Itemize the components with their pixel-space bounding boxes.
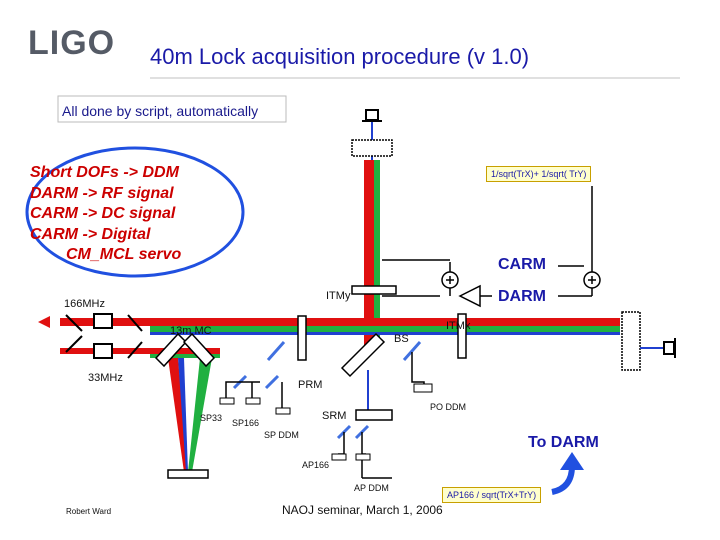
- ap-ddm-pd: [355, 453, 371, 461]
- label-carm: CARM: [498, 256, 546, 273]
- label-bs: BS: [394, 333, 409, 345]
- ellipse-line-4: CARM -> Digital: [30, 225, 151, 243]
- sp33-pd: [219, 397, 235, 405]
- ap166-ratio-box: AP166 / sqrt(TrX+TrY): [442, 487, 542, 503]
- eom-166-box: [93, 313, 113, 329]
- mc-lower-beam: [60, 348, 220, 354]
- label-to-darm: To DARM: [528, 434, 599, 451]
- ap166-pd: [331, 453, 347, 461]
- mc-v-blue: [178, 358, 188, 472]
- try-pd: [365, 109, 379, 121]
- sqrt-sum-box: 1/sqrt(TrX)+ 1/sqrt( TrY): [486, 166, 592, 182]
- label-itmx: ITMx: [446, 320, 471, 332]
- sp166-pd: [245, 397, 261, 405]
- label-sp-ddm: SP DDM: [264, 430, 299, 440]
- mc-v-red: [168, 358, 188, 472]
- ellipse-line-1: Short DOFs -> DDM: [30, 164, 179, 181]
- label-mc: 13m MC: [170, 325, 212, 337]
- ellipse-line-3: CARM -> DC signal: [30, 205, 176, 222]
- label-srm: SRM: [322, 410, 347, 422]
- itmy-mirror: [351, 285, 397, 295]
- main-red-beam: [60, 318, 620, 326]
- page-title: 40m Lock acquisition procedure (v 1.0): [150, 44, 530, 69]
- to-darm-arrowhead-icon: [560, 452, 584, 470]
- steering-mirror-3: [127, 314, 143, 332]
- label-darm: DARM: [498, 288, 546, 305]
- label-166mhz: 166MHz: [64, 298, 105, 310]
- pickoff-4: [402, 341, 422, 361]
- subtitle-frame: [57, 95, 287, 123]
- y-arm-green-beam: [374, 160, 380, 345]
- pickoff-1: [266, 341, 286, 361]
- author: Robert Ward: [66, 507, 112, 516]
- prm-mirror: [297, 315, 307, 361]
- trx-pd: [663, 341, 675, 355]
- y-arm-red-beam: [364, 160, 374, 345]
- label-itmy: ITMy: [326, 290, 351, 302]
- etmx-mirror: [621, 311, 641, 371]
- label-ap-ddm: AP DDM: [354, 483, 389, 493]
- srm-mirror: [355, 409, 393, 421]
- mc-v-green: [188, 358, 212, 472]
- itmx-mirror: [457, 313, 467, 359]
- ellipse-line-5: CM_MCL servo: [66, 246, 182, 263]
- subtitle: All done by script, automatically: [62, 103, 259, 119]
- etmy-mirror: [351, 139, 393, 157]
- main-blue-beam: [150, 332, 620, 335]
- label-sp166: SP166: [232, 418, 260, 428]
- sp-path: [225, 381, 260, 398]
- steering-mirror-2: [65, 335, 83, 353]
- eom-33-box: [93, 343, 113, 359]
- ellipse-line-2: DARM -> RF signal: [30, 184, 174, 202]
- main-green-beam: [150, 326, 620, 332]
- label-sp33: SP33: [200, 413, 223, 423]
- darm-inverter: [458, 284, 481, 308]
- label-ap166: AP166: [302, 460, 330, 470]
- bs-mirror: [340, 332, 386, 378]
- seminar-info: NAOJ seminar, March 1, 2006: [282, 503, 443, 517]
- sp-ddm-pd: [275, 407, 291, 415]
- label-33mhz: 33MHz: [88, 372, 123, 384]
- steering-mirror-4: [127, 341, 143, 359]
- mc-end-mirror: [167, 469, 209, 479]
- label-po-ddm: PO DDM: [430, 402, 466, 412]
- ligo-logo: LIGO: [28, 24, 116, 62]
- steering-mirror-1: [65, 314, 83, 332]
- pickoff-3: [264, 374, 280, 390]
- ellipse-text: Short DOFs -> DDM DARM -> RF signal CARM…: [30, 163, 181, 266]
- short-dof-ellipse: [25, 146, 245, 278]
- input-arrow-icon: [38, 316, 50, 328]
- po-path: [411, 352, 425, 386]
- mc-lower-green: [150, 354, 220, 358]
- po-ddm-pd: [413, 383, 433, 393]
- mc-mirror-2: [182, 332, 216, 368]
- label-prm: PRM: [298, 379, 323, 391]
